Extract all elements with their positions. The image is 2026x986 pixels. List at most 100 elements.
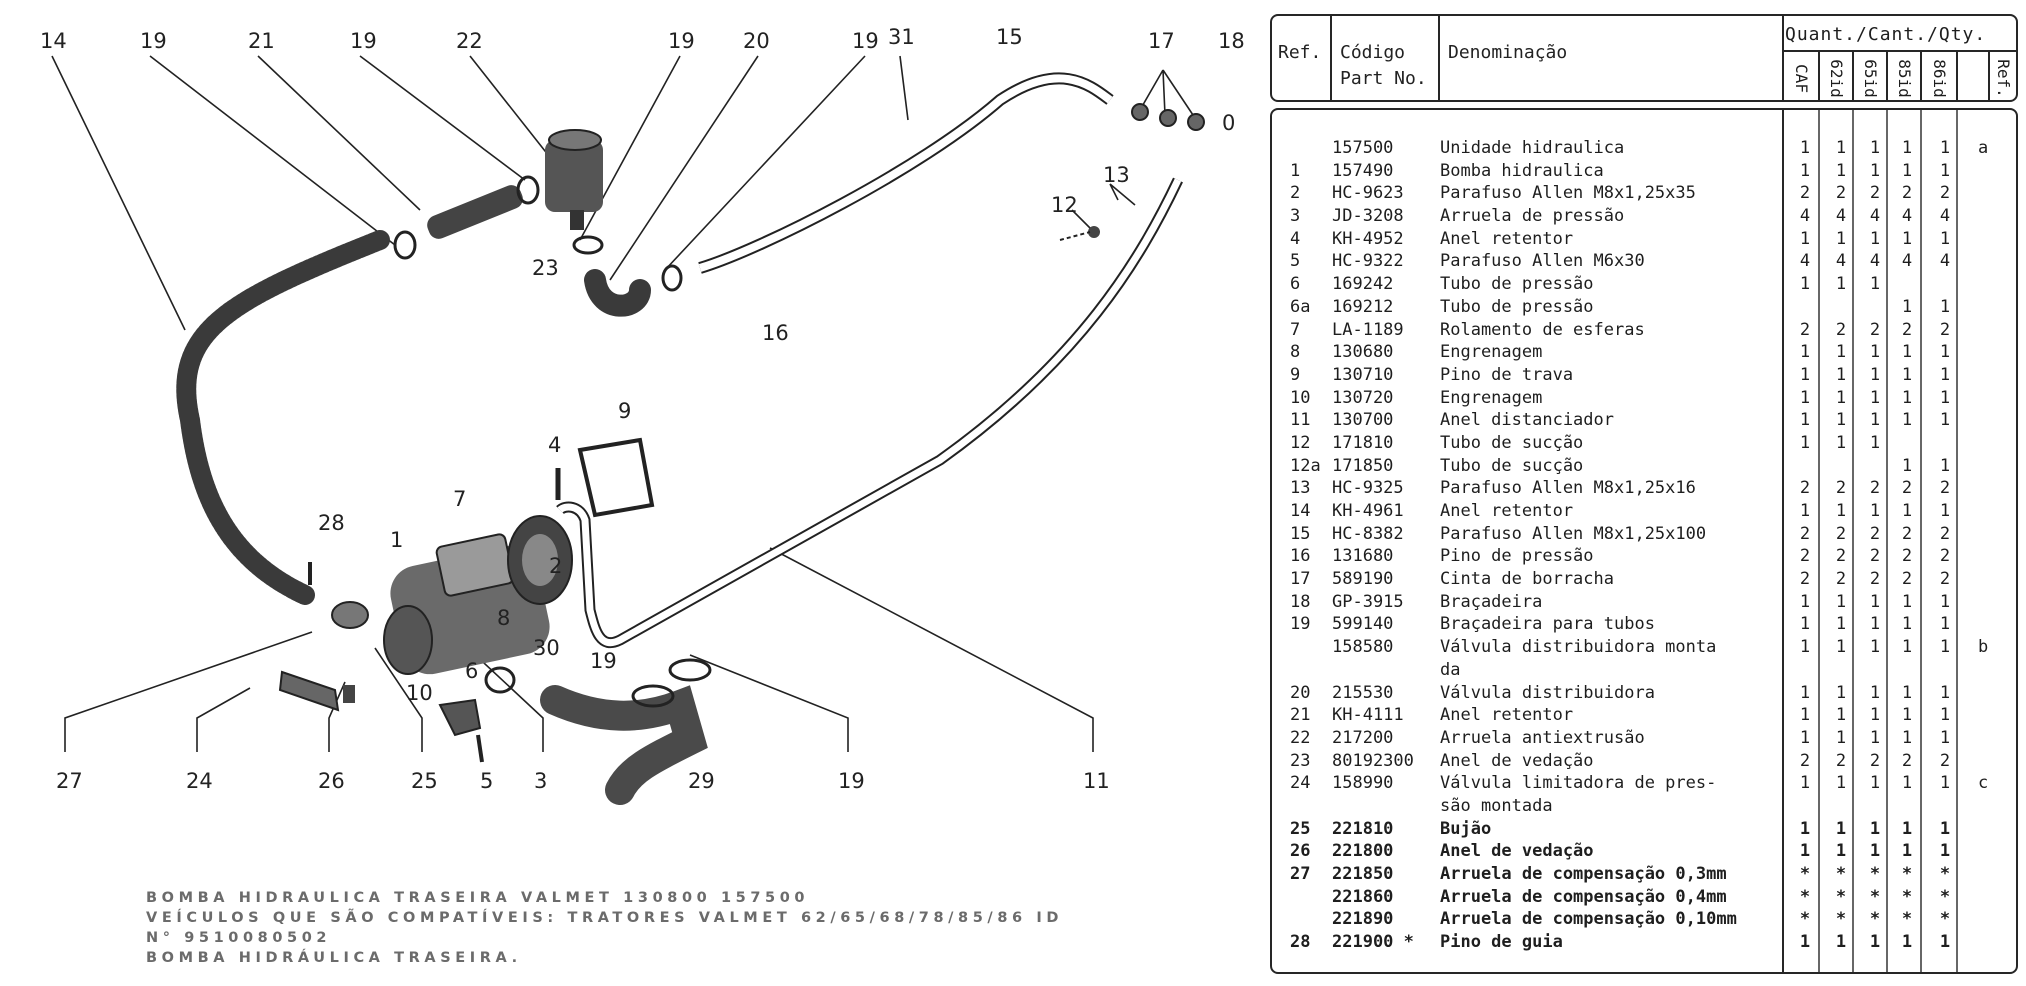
row-qty: 2 — [1799, 319, 1811, 340]
row-qty: 1 — [1869, 841, 1881, 862]
row-ref: 7 — [1290, 319, 1301, 340]
row-ref: 26 — [1290, 841, 1311, 862]
row-description: Válvula distribuidora monta — [1440, 637, 1717, 658]
row-description: Engrenagem — [1440, 342, 1543, 363]
clamp-19-b — [516, 175, 540, 205]
svg-text:23: 23 — [532, 256, 559, 280]
row-description: Cinta de borracha — [1440, 569, 1614, 590]
row-description: Pino de pressão — [1440, 546, 1594, 567]
row-qty: * — [1939, 864, 1951, 884]
row-qty: 1 — [1869, 410, 1881, 431]
clamp-19-c — [661, 264, 683, 292]
row-qty: 1 — [1901, 591, 1913, 612]
caption-line-2: VEÍCULOS QUE SÃO COMPATÍVEIS: TRATORES V… — [146, 910, 1063, 926]
row-qty: 4 — [1939, 251, 1951, 272]
row-ref: 28 — [1290, 932, 1311, 953]
row-qty: 1 — [1835, 138, 1847, 158]
valve-22 — [545, 129, 603, 230]
clamp-19-d — [631, 684, 675, 708]
row-part-code: 221860 — [1332, 886, 1394, 907]
row-qty: 1 — [1939, 410, 1951, 431]
row-ref: 1 — [1290, 160, 1301, 181]
row-note: b — [1978, 637, 1989, 658]
row-description: Arruela antiextrusão — [1440, 727, 1645, 748]
row-description: Tubo de sucção — [1440, 455, 1584, 476]
header-quantity: Quant./Cant./Qty. — [1785, 24, 1987, 45]
svg-text:29: 29 — [688, 769, 715, 793]
row-description: Pino de trava — [1440, 364, 1574, 385]
suction-elbow-29 — [540, 685, 708, 805]
row-qty: 1 — [1901, 364, 1913, 385]
row-qty: 2 — [1835, 750, 1847, 771]
row-qty: 2 — [1835, 183, 1847, 204]
row-description: Pino de guia — [1440, 932, 1563, 953]
row-qty: 1 — [1939, 296, 1951, 317]
elbow-hose-20 — [584, 269, 651, 317]
row-qty: 2 — [1835, 478, 1847, 499]
row-qty: 1 — [1799, 274, 1811, 295]
pump-body-1 — [383, 515, 573, 675]
svg-text:2: 2 — [549, 554, 562, 578]
svg-text:5: 5 — [480, 769, 493, 793]
row-qty: 1 — [1869, 160, 1881, 181]
row-part-code: 171810 — [1332, 432, 1394, 453]
row-qty: 1 — [1869, 682, 1881, 703]
row-qty: 1 — [1939, 364, 1951, 385]
row-part-code: 130700 — [1332, 410, 1394, 431]
row-part-code: 130710 — [1332, 364, 1394, 385]
row-qty: 1 — [1939, 682, 1951, 703]
row-qty: 2 — [1901, 523, 1913, 544]
qty-col-caf: CAF — [1791, 63, 1811, 93]
row-qty: 1 — [1835, 501, 1847, 521]
row-qty: 1 — [1939, 841, 1951, 862]
row-ref: 19 — [1290, 614, 1311, 635]
row-qty: 1 — [1835, 637, 1847, 658]
row-qty: * — [1799, 864, 1811, 884]
row-qty: 1 — [1901, 387, 1913, 408]
row-qty: 1 — [1835, 682, 1847, 703]
row-qty: 1 — [1835, 591, 1847, 612]
row-qty: 1 — [1869, 274, 1881, 295]
row-qty: 1 — [1901, 637, 1913, 658]
row-description: Unidade hidraulica — [1440, 138, 1625, 158]
row-qty: 1 — [1835, 932, 1847, 953]
row-qty: 1 — [1799, 228, 1811, 249]
row-qty: 1 — [1799, 138, 1811, 158]
row-qty: 1 — [1901, 138, 1913, 158]
row-ref: 12a — [1290, 455, 1321, 476]
row-part-code: HC-9325 — [1332, 478, 1404, 499]
row-qty: 1 — [1869, 387, 1881, 408]
row-qty: * — [1869, 864, 1881, 884]
row-part-code: 171850 — [1332, 455, 1394, 476]
row-qty: 2 — [1869, 546, 1881, 567]
row-qty: 1 — [1835, 387, 1847, 408]
row-qty: 1 — [1835, 727, 1847, 748]
row-ref: 24 — [1290, 773, 1311, 794]
row-qty: * — [1939, 909, 1951, 930]
hose-14 — [176, 230, 390, 605]
exploded-parts-diagram: 0 14 19 21 19 22 19 20 19 31 15 — [40, 25, 1245, 805]
row-qty: 2 — [1869, 319, 1881, 340]
row-qty: * — [1835, 864, 1847, 884]
row-qty: 1 — [1799, 637, 1811, 658]
row-qty: 1 — [1835, 614, 1847, 635]
row-qty: 1 — [1799, 705, 1811, 726]
row-qty: 1 — [1939, 637, 1951, 658]
row-description: Tubo de sucção — [1440, 432, 1584, 453]
svg-text:22: 22 — [456, 29, 483, 53]
callout-numbers: 14 19 21 19 22 19 20 19 31 15 17 18 16 2… — [40, 25, 1245, 793]
row-qty: 2 — [1901, 546, 1913, 567]
svg-text:7: 7 — [453, 487, 466, 511]
row-qty: * — [1835, 909, 1847, 930]
row-ref: 13 — [1290, 478, 1311, 499]
row-qty: 1 — [1901, 501, 1913, 521]
row-qty: 1 — [1869, 637, 1881, 658]
